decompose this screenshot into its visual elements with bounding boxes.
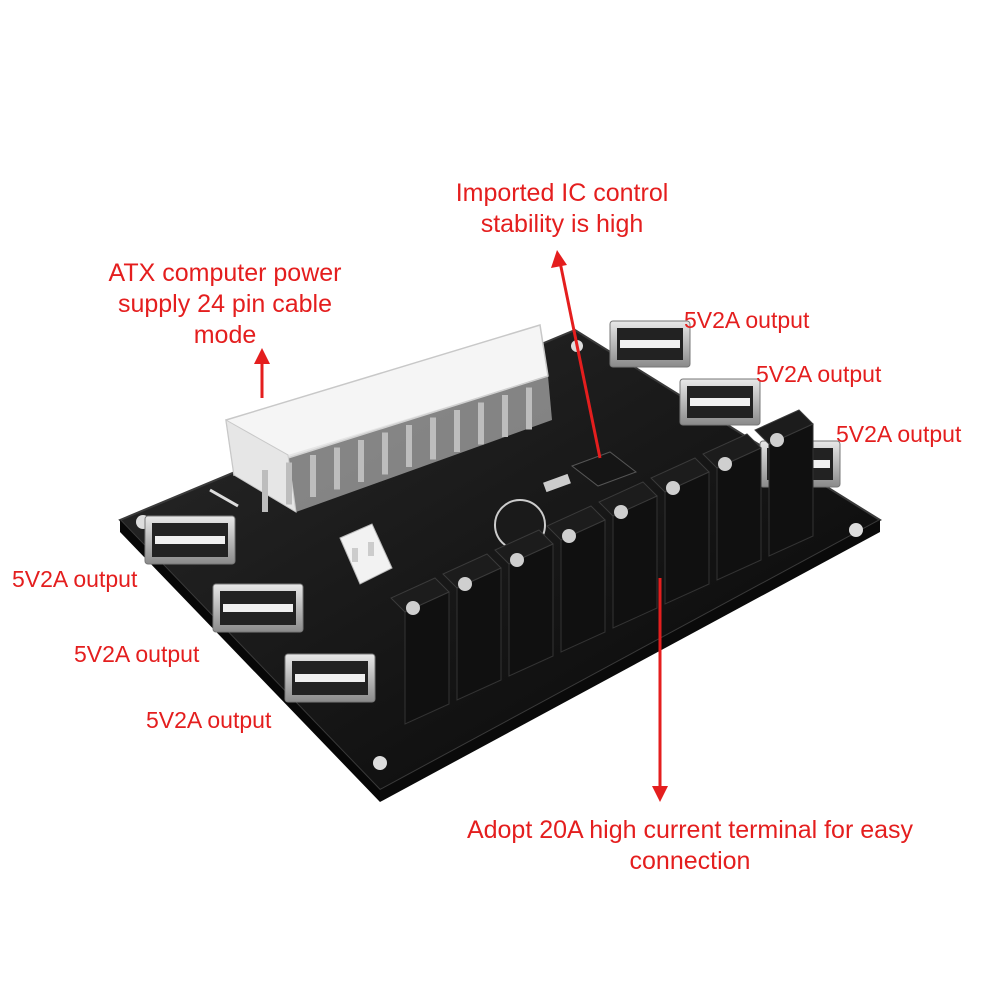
- usb-port-right-2: [679, 378, 761, 426]
- usb-output-label-left-2: 5V2A output: [74, 641, 200, 667]
- arrow-ic-head: [551, 250, 567, 268]
- usb-port-left-1: [144, 515, 236, 565]
- terminal-block: [754, 409, 814, 557]
- terminal-block: [702, 433, 762, 581]
- atx-pin: [286, 462, 292, 505]
- terminal-block: [598, 481, 658, 629]
- silkscreen-arrow: [209, 488, 239, 508]
- usb-output-label-left-1: 5V2A output: [12, 566, 138, 592]
- psu-on-connector: [339, 523, 393, 585]
- atx-pin: [262, 470, 268, 512]
- terminal-block: [494, 529, 554, 677]
- callout-line: connection: [629, 847, 751, 875]
- usb-output-label-right-2: 5V2A output: [756, 361, 882, 387]
- callout-line: Adopt 20A high current terminal for easy: [466, 816, 914, 844]
- callout-atx-cable: ATX computer power supply 24 pin cable m…: [80, 258, 370, 351]
- callout-line: mode: [193, 321, 257, 349]
- atx-pin: [430, 417, 436, 460]
- atx-pin: [454, 410, 460, 452]
- atx-pin: [502, 395, 508, 437]
- atx-pin: [382, 432, 388, 475]
- atx-pin: [478, 402, 484, 445]
- terminal-block: [442, 553, 502, 701]
- atx-pin: [310, 455, 316, 497]
- terminal-block: [650, 457, 710, 605]
- atx-pin: [334, 447, 340, 490]
- callout-line: ATX computer power: [108, 259, 342, 287]
- callout-line: supply 24 pin cable: [117, 290, 333, 318]
- arrow-ic: [558, 261, 602, 459]
- arrow-terminal-head: [652, 786, 668, 802]
- callout-ic-control: Imported IC control stability is high: [430, 178, 694, 240]
- atx-24pin-connector: [225, 324, 552, 513]
- terminal-block: [390, 577, 450, 725]
- usb-port-left-3: [284, 653, 376, 703]
- usb-output-label-right-1: 5V2A output: [684, 307, 810, 333]
- usb-port-right-1: [609, 320, 691, 368]
- usb-output-label-left-3: 5V2A output: [146, 707, 272, 733]
- atx-pin: [526, 387, 532, 430]
- mount-hole: [373, 756, 387, 770]
- callout-line: Imported IC control: [455, 179, 669, 207]
- callout-line: stability is high: [480, 210, 644, 238]
- terminal-block: [546, 505, 606, 653]
- mount-hole: [849, 523, 863, 537]
- terminal-block-strip: [390, 409, 814, 725]
- atx-pin: [406, 425, 412, 467]
- usb-port-left-2: [212, 583, 304, 633]
- arrow-atx-head: [254, 348, 270, 364]
- atx-pin: [358, 440, 364, 482]
- callout-terminal: Adopt 20A high current terminal for easy…: [410, 815, 970, 877]
- callout-arrows: [254, 250, 668, 802]
- usb-output-label-right-3: 5V2A output: [836, 421, 962, 447]
